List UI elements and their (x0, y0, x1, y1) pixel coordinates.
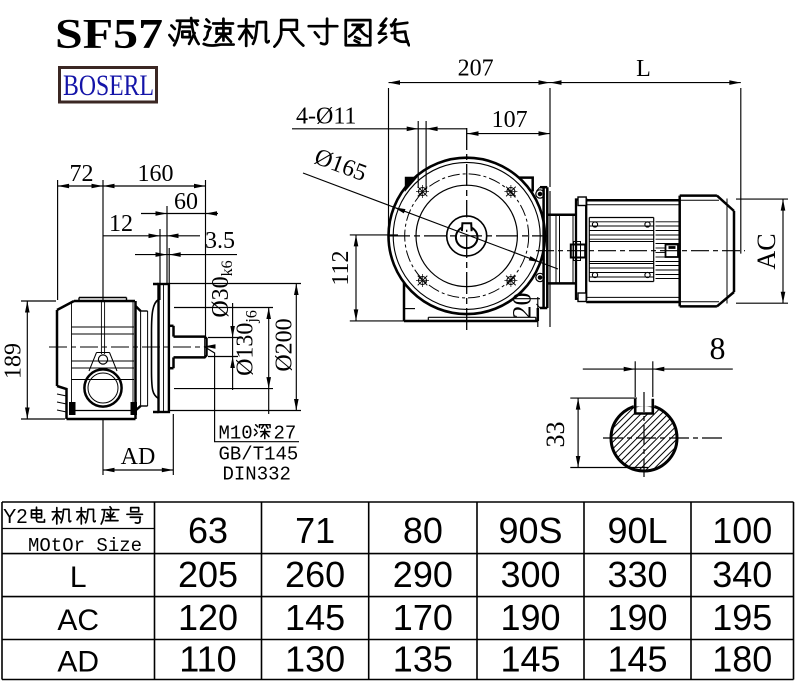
svg-text:205: 205 (178, 554, 238, 595)
svg-text:195: 195 (712, 597, 772, 638)
svg-text:110: 110 (179, 639, 236, 680)
svg-text:63: 63 (188, 510, 228, 551)
svg-text:20: 20 (508, 293, 537, 319)
svg-text:Y2: Y2 (3, 506, 27, 528)
svg-text:27: 27 (274, 423, 297, 445)
svg-text:100: 100 (712, 510, 772, 551)
svg-text:120: 120 (178, 597, 238, 638)
svg-text:190: 190 (500, 597, 560, 638)
svg-text:107: 107 (492, 107, 528, 133)
svg-text:AC: AC (752, 233, 781, 269)
svg-text:330: 330 (607, 554, 667, 595)
svg-text:160: 160 (138, 161, 174, 187)
svg-text:170: 170 (393, 597, 453, 638)
svg-text:Ø30k6: Ø30k6 (208, 260, 236, 317)
svg-text:8: 8 (710, 330, 726, 366)
svg-text:BOSERL: BOSERL (63, 69, 154, 102)
svg-text:112: 112 (328, 250, 354, 285)
svg-text:189: 189 (1, 343, 27, 379)
svg-text:90L: 90L (607, 510, 667, 551)
svg-text:GB/T145: GB/T145 (219, 444, 299, 466)
svg-text:340: 340 (712, 554, 772, 595)
svg-text:AC: AC (57, 604, 99, 637)
svg-text:135: 135 (393, 639, 453, 680)
svg-text:AD: AD (57, 646, 99, 679)
svg-text:Ø200: Ø200 (272, 318, 298, 371)
svg-text:MOtOr Size: MOtOr Size (28, 535, 142, 557)
svg-text:4-Ø11: 4-Ø11 (296, 104, 356, 130)
svg-text:3.5: 3.5 (205, 228, 235, 254)
svg-text:190: 190 (607, 597, 667, 638)
svg-text:L: L (636, 56, 651, 82)
svg-text:207: 207 (458, 56, 494, 82)
svg-text:90S: 90S (498, 510, 562, 551)
svg-text:260: 260 (285, 554, 345, 595)
svg-text:M10: M10 (219, 423, 253, 445)
svg-text:12: 12 (109, 211, 133, 237)
svg-text:130: 130 (285, 639, 345, 680)
svg-text:AD: AD (121, 444, 156, 470)
svg-text:145: 145 (500, 639, 560, 680)
svg-text:145: 145 (607, 639, 667, 680)
svg-text:L: L (70, 561, 87, 594)
svg-text:300: 300 (500, 554, 560, 595)
svg-text:71: 71 (295, 510, 335, 551)
svg-text:33: 33 (541, 422, 570, 448)
svg-text:72: 72 (70, 161, 94, 187)
svg-text:60: 60 (174, 189, 198, 215)
svg-text:145: 145 (285, 597, 345, 638)
svg-text:290: 290 (393, 554, 453, 595)
svg-text:80: 80 (403, 510, 443, 551)
svg-text:180: 180 (712, 639, 772, 680)
svg-text:DIN332: DIN332 (223, 464, 291, 486)
svg-text:SF57: SF57 (55, 12, 163, 58)
